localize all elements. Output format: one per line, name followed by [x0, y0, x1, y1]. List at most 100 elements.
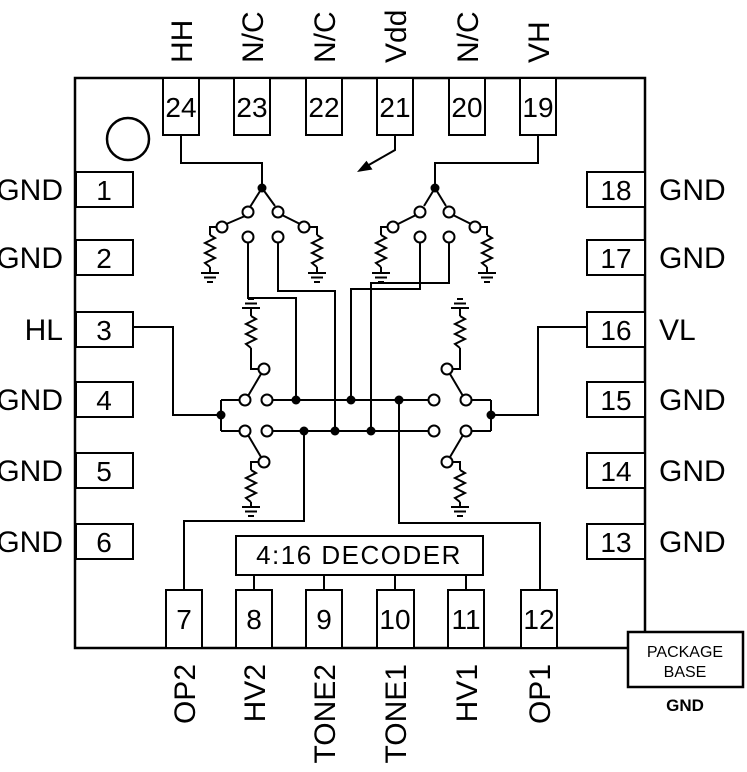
resistor-lead: [480, 226, 488, 235]
pin-number-2: 2: [96, 243, 112, 274]
pin-label-gnd-14: GND: [659, 455, 726, 488]
switch-contact: [241, 205, 255, 219]
switch-contact: [257, 362, 271, 376]
switch-contact: [459, 393, 473, 407]
pin-label-vh: VH: [523, 21, 556, 63]
pin-label-gnd-4: GND: [0, 384, 63, 417]
switch-contact: [260, 393, 274, 407]
pin-box-24: [162, 77, 200, 136]
junction-dot: [346, 395, 356, 405]
pin-box-12: [520, 589, 558, 649]
junction-dot: [486, 410, 496, 420]
pin-label-gnd-2: GND: [0, 242, 63, 275]
junction-dots: [216, 183, 496, 436]
pin-label-gnd-18: GND: [659, 174, 726, 207]
ground-icon: [450, 298, 470, 309]
switch-contact: [440, 362, 454, 376]
junction-dot: [330, 426, 340, 436]
resistor-lead: [250, 461, 259, 470]
switch-contact: [260, 424, 274, 438]
pin-box-21: [376, 77, 414, 136]
junction-dot: [394, 395, 404, 405]
wire-hl: [133, 326, 221, 416]
bus-switch-arms: [247, 373, 464, 458]
package-base-line1: PACKAGE: [647, 644, 723, 661]
resistor-lead: [209, 226, 217, 235]
switch-contact: [427, 393, 441, 407]
switch-contact: [413, 230, 427, 244]
package-gnd-label: GND: [666, 696, 704, 715]
pin-box-16: [586, 311, 646, 348]
wire-riser-p1: [247, 242, 297, 400]
pin-label-gnd-5: GND: [0, 455, 63, 488]
pin-box-3: [75, 311, 134, 348]
resistor: [311, 234, 323, 268]
pin-number-17: 17: [600, 243, 631, 274]
wire-hh-feed: [180, 135, 263, 188]
junction-dot: [291, 395, 301, 405]
pin-box-4: [75, 381, 134, 418]
pin-number-14: 14: [600, 456, 631, 487]
pin-number-4: 4: [96, 385, 112, 416]
wire-decoder-stubs: [253, 575, 467, 590]
wire-op1-drop: [398, 400, 541, 590]
pin-number-7: 7: [176, 604, 192, 635]
pin-number-15: 15: [600, 385, 631, 416]
resistor-lead: [380, 226, 388, 235]
pin-label-gnd-1: GND: [0, 174, 63, 207]
pin-label-gnd-13: GND: [659, 526, 726, 559]
pin-box-7: [165, 589, 203, 649]
pin-box-13: [586, 523, 646, 560]
pin-label-vl: VL: [659, 314, 696, 347]
pin-box-20: [448, 77, 486, 136]
pins-bottom: 7 8 9 10 11 12 OP2 HV2 TONE2 TONE1 HV1 O…: [165, 589, 558, 763]
wire-vl: [491, 326, 587, 416]
pin-label-nc-22: N/C: [309, 11, 342, 63]
resistor: [204, 234, 216, 268]
ground-icon: [307, 272, 327, 283]
switch-contact: [413, 205, 427, 219]
switch-contact: [386, 220, 400, 234]
ground-icon: [241, 298, 261, 309]
pin-box-2: [75, 239, 134, 276]
pin-number-24: 24: [165, 92, 196, 123]
pin-box-18: [586, 171, 646, 208]
pin-label-gnd-17: GND: [659, 242, 726, 275]
switch-contact: [440, 455, 454, 469]
switch-contact: [468, 220, 482, 234]
pin-number-8: 8: [246, 604, 262, 635]
junction-dot: [366, 426, 376, 436]
wire-riser-p4: [370, 242, 450, 431]
pin-label-op1: OP1: [524, 664, 557, 724]
pin-number-23: 23: [236, 92, 267, 123]
pin-number-20: 20: [451, 92, 482, 123]
resistor-lead: [452, 461, 461, 470]
pin-label-op2: OP2: [169, 664, 202, 724]
package-base: PACKAGE BASE GND: [626, 630, 745, 715]
package-base-box: [626, 630, 745, 689]
resistor: [245, 315, 257, 349]
decoder-box: [235, 535, 484, 576]
switch-contacts: [215, 205, 482, 469]
switch-contact: [442, 230, 456, 244]
pins-top: 24 23 22 21 20 19 HH N/C N/C Vdd N/C VH: [162, 10, 557, 136]
switch-contact: [442, 205, 456, 219]
switch-contact: [297, 220, 311, 234]
pin-box-5: [75, 452, 134, 489]
switch-contact: [271, 205, 285, 219]
vdd-arrow-icon: [357, 160, 373, 172]
pin-number-6: 6: [96, 527, 112, 558]
pin-label-hv2: HV2: [239, 664, 272, 722]
pin-label-tone1: TONE1: [380, 664, 413, 763]
pin-box-6: [75, 523, 134, 560]
pin-box-9: [305, 589, 343, 649]
pin-label-tone2: TONE2: [309, 664, 342, 763]
pin-number-10: 10: [379, 604, 410, 635]
pin-box-10: [376, 589, 415, 649]
pin-box-19: [519, 77, 557, 136]
pin-number-21: 21: [379, 92, 410, 123]
left-switch-arms: [223, 214, 301, 226]
pin-label-vdd: Vdd: [380, 10, 413, 63]
ground-icon: [477, 272, 497, 283]
